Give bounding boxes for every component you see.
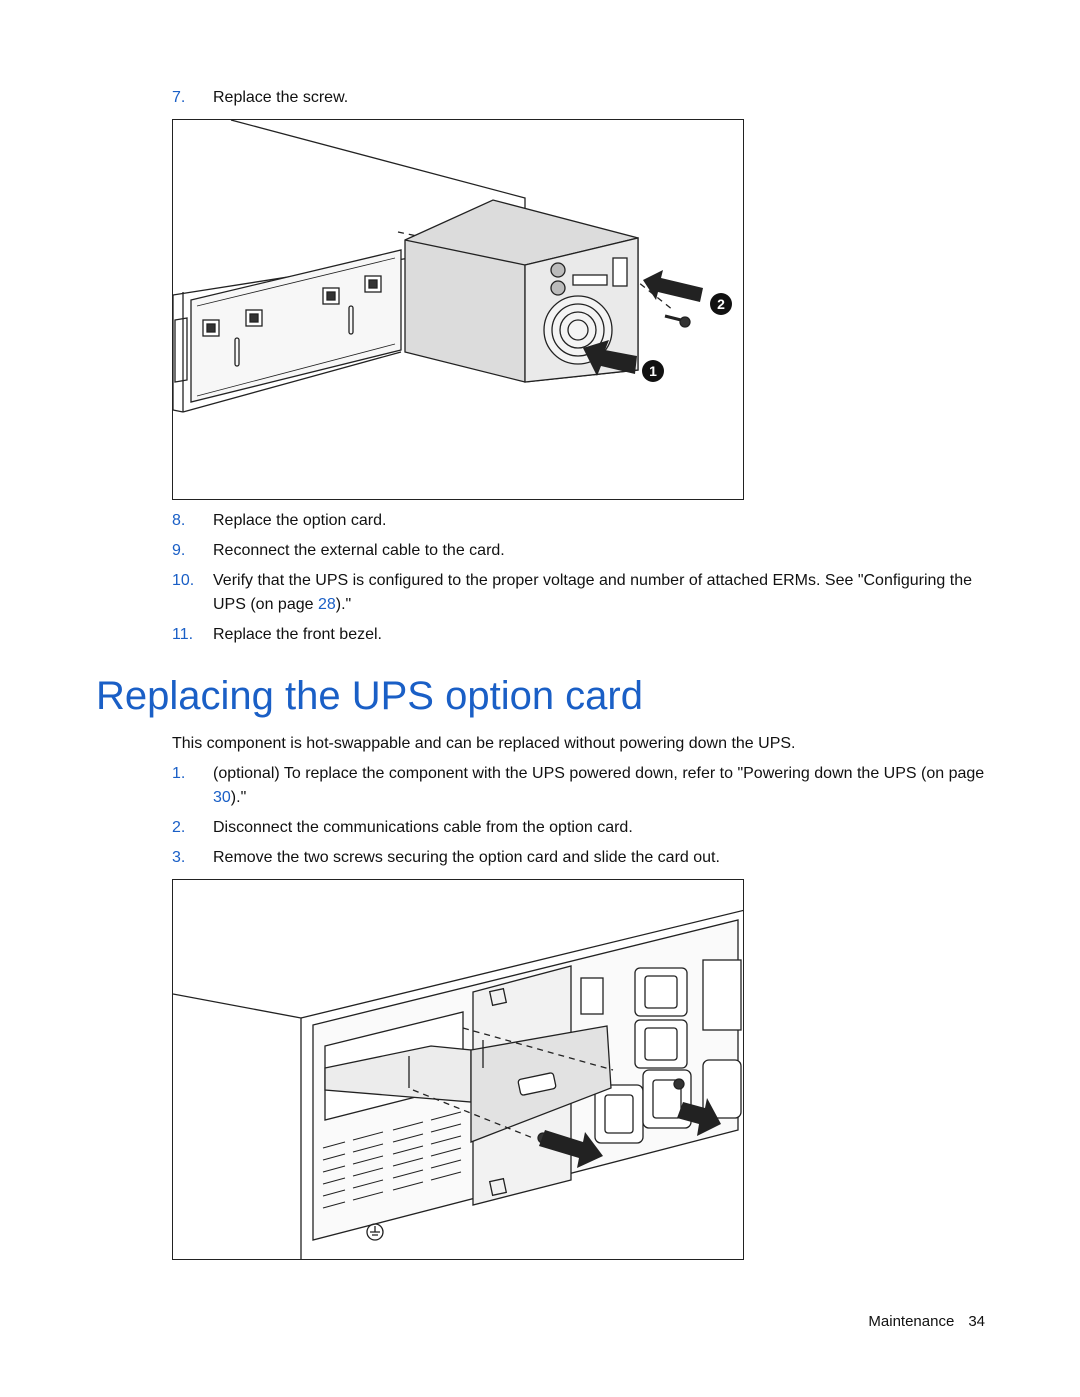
- section-intro: This component is hot-swappable and can …: [172, 735, 796, 752]
- callout-2-icon: [710, 293, 732, 315]
- callout-2-label: 2: [717, 296, 725, 312]
- callout-1-label: 1: [649, 363, 657, 379]
- step-number: 9.: [172, 542, 186, 559]
- step-text-before: (optional) To replace the component with…: [213, 765, 985, 782]
- step-number: 1.: [172, 765, 186, 782]
- step-number: 11.: [172, 626, 194, 643]
- step-text: Reconnect the external cable to the card…: [213, 542, 505, 559]
- step-number: 2.: [172, 819, 186, 836]
- step-number: 8.: [172, 512, 186, 529]
- step-text: Replace the front bezel.: [213, 626, 382, 643]
- step-text: (optional) To replace the component with…: [213, 762, 992, 810]
- ups-rear-illustration: 2 1: [173, 120, 732, 413]
- page-footer: Maintenance 34: [868, 1311, 985, 1333]
- step-text: Disconnect the communications cable from…: [213, 819, 633, 836]
- step-text-after: ).": [230, 789, 247, 806]
- page-link-28[interactable]: 28: [317, 596, 336, 613]
- step-text: Replace the option card.: [213, 512, 387, 529]
- ups-option-card-illustration: [173, 909, 743, 1259]
- page-link-30[interactable]: 30: [213, 789, 231, 806]
- step-text: Verify that the UPS is configured to the…: [213, 569, 992, 617]
- figure-replace-screw: 2 1: [172, 119, 744, 500]
- step-text: Replace the screw.: [213, 89, 349, 106]
- section-title: Replacing the UPS option card: [96, 674, 643, 718]
- callout-1-icon: [642, 360, 664, 382]
- step-number: 3.: [172, 849, 186, 866]
- step-text: Remove the two screws securing the optio…: [213, 849, 720, 866]
- footer-page-number: 34: [968, 1313, 985, 1330]
- step-text-after: ).": [335, 596, 352, 613]
- step-number: 10.: [172, 572, 195, 589]
- step-number: 7.: [172, 89, 186, 106]
- figure-remove-option-card: [172, 879, 744, 1260]
- step-text-before: Verify that the UPS is configured to the…: [213, 572, 973, 613]
- footer-section: Maintenance: [868, 1313, 955, 1330]
